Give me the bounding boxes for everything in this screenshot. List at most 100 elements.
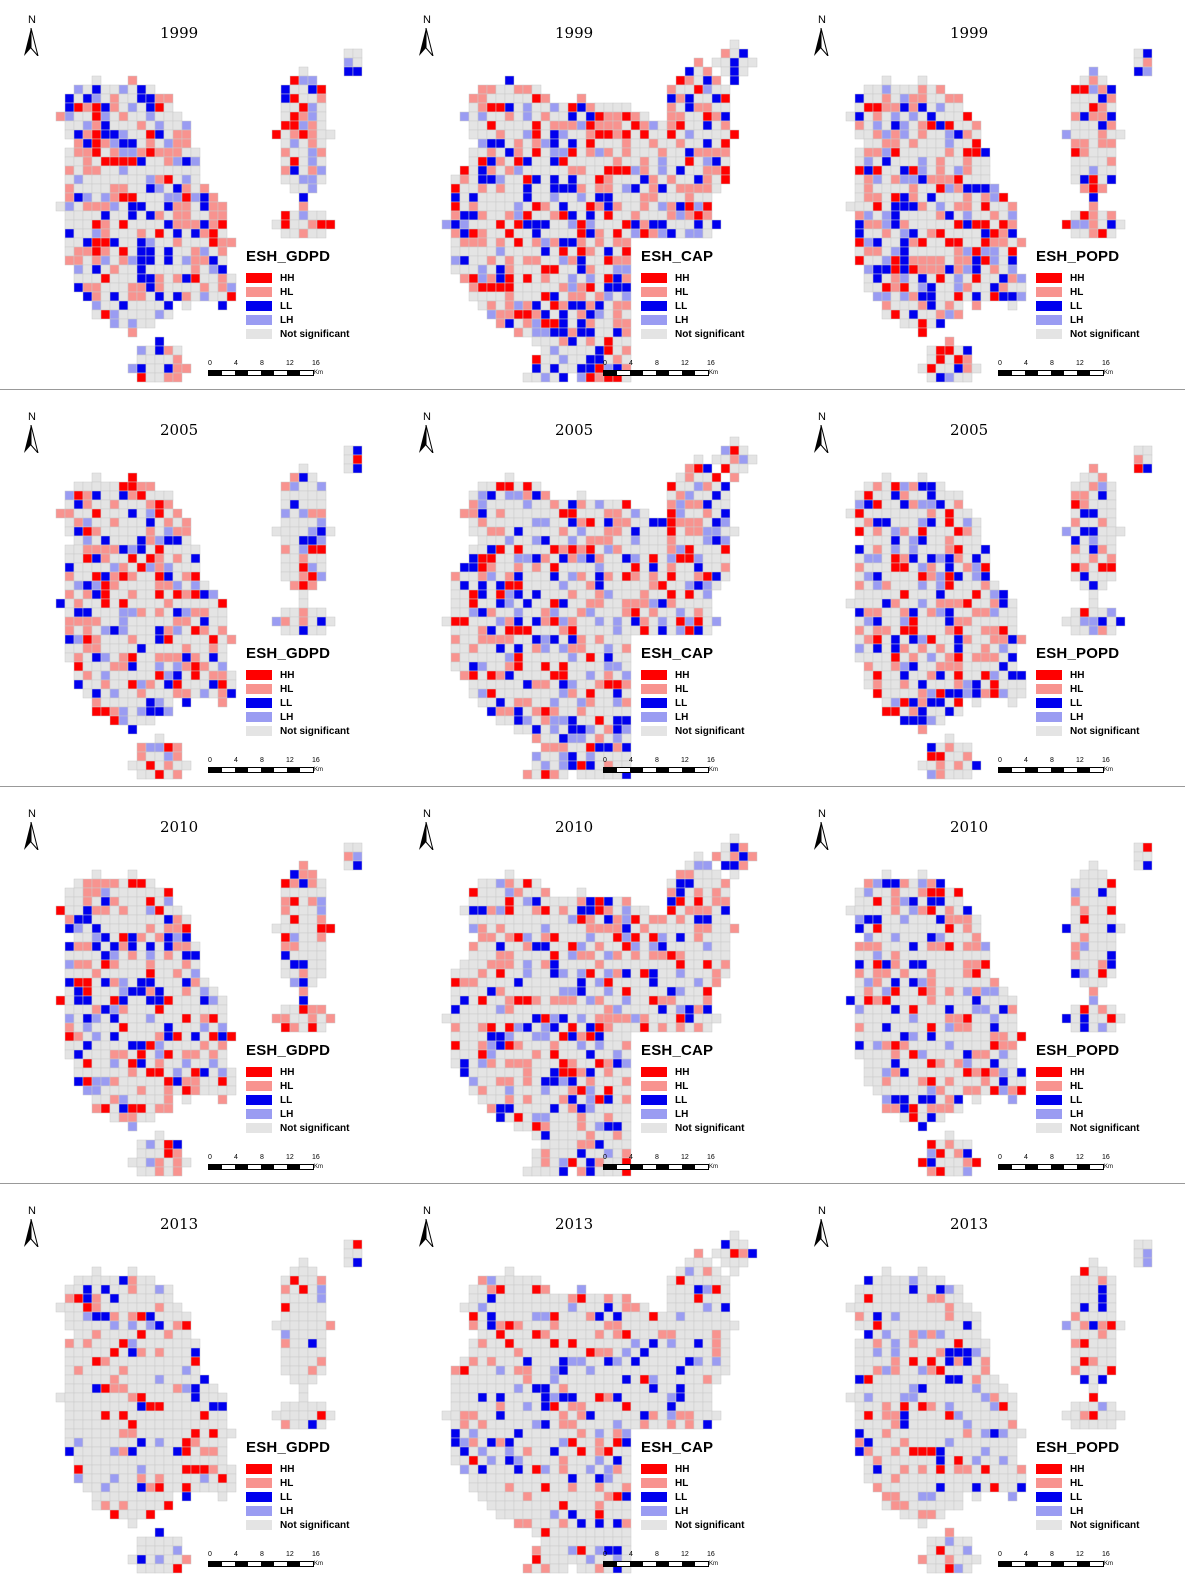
grid-cell xyxy=(127,1049,138,1060)
grid-cell xyxy=(172,156,183,167)
grid-cell xyxy=(684,571,695,582)
grid-cell xyxy=(1133,463,1144,474)
grid-cell xyxy=(504,147,515,158)
grid-cell xyxy=(953,273,964,284)
grid-cell xyxy=(621,111,632,122)
grid-cell xyxy=(899,165,910,176)
grid-cell xyxy=(711,878,722,889)
grid-cell xyxy=(540,526,551,537)
grid-cell xyxy=(280,526,291,537)
grid-cell xyxy=(145,950,156,961)
grid-cell xyxy=(307,1004,318,1015)
grid-cell xyxy=(163,147,174,158)
grid-cell xyxy=(675,192,686,203)
grid-cell xyxy=(944,508,955,519)
grid-cell xyxy=(136,1004,147,1015)
grid-cell xyxy=(477,932,488,943)
grid-cell xyxy=(980,688,991,699)
grid-cell xyxy=(612,1094,623,1105)
grid-cell xyxy=(953,544,964,555)
grid-cell xyxy=(603,652,614,663)
grid-cell xyxy=(217,670,228,681)
legend-swatch xyxy=(641,684,667,694)
grid-cell xyxy=(863,129,874,140)
grid-cell xyxy=(145,652,156,663)
grid-cell xyxy=(594,1076,605,1087)
grid-cell xyxy=(127,1112,138,1123)
grid-cell xyxy=(522,246,533,257)
grid-cell xyxy=(109,526,120,537)
grid-cell xyxy=(944,183,955,194)
grid-cell xyxy=(693,93,704,104)
grid-cell xyxy=(495,102,506,113)
grid-cell xyxy=(495,1013,506,1024)
grid-cell xyxy=(172,1067,183,1078)
grid-cell xyxy=(109,905,120,916)
grid-cell xyxy=(468,174,479,185)
grid-cell xyxy=(217,291,228,302)
grid-cell xyxy=(585,553,596,564)
grid-cell xyxy=(962,273,973,284)
grid-cell xyxy=(459,670,470,681)
grid-cell xyxy=(91,1094,102,1105)
grid-cell xyxy=(154,363,165,374)
grid-cell xyxy=(163,1013,174,1024)
grid-cell xyxy=(935,228,946,239)
grid-cell xyxy=(495,508,506,519)
grid-cell xyxy=(64,201,75,212)
grid-cell xyxy=(91,111,102,122)
grid-cell xyxy=(136,138,147,149)
grid-cell xyxy=(549,1139,560,1150)
grid-cell xyxy=(639,941,650,952)
grid-cell xyxy=(944,354,955,365)
grid-cell xyxy=(477,643,488,654)
grid-cell xyxy=(567,535,578,546)
grid-cell xyxy=(64,977,75,988)
grid-cell xyxy=(567,138,578,149)
grid-cell xyxy=(971,219,982,230)
grid-cell xyxy=(872,129,883,140)
grid-cell xyxy=(899,499,910,510)
grid-cell xyxy=(639,607,650,618)
grid-cell xyxy=(181,932,192,943)
cluster-map xyxy=(845,445,1153,780)
grid-cell xyxy=(890,183,901,194)
grid-cell xyxy=(917,165,928,176)
grid-cell xyxy=(477,300,488,311)
grid-cell xyxy=(1079,147,1090,158)
grid-cell xyxy=(325,923,336,934)
grid-cell xyxy=(504,562,515,573)
grid-cell xyxy=(540,616,551,627)
grid-cell xyxy=(450,174,461,185)
grid-cell xyxy=(522,255,533,266)
grid-cell xyxy=(926,688,937,699)
grid-cell xyxy=(729,923,740,934)
grid-cell xyxy=(64,111,75,122)
grid-cell xyxy=(1097,517,1108,528)
grid-cell xyxy=(540,174,551,185)
grid-cell xyxy=(513,219,524,230)
grid-cell xyxy=(118,643,129,654)
grid-cell xyxy=(127,192,138,203)
grid-cell xyxy=(540,1094,551,1105)
grid-cell xyxy=(504,571,515,582)
grid-cell xyxy=(603,156,614,167)
grid-cell xyxy=(109,490,120,501)
grid-cell xyxy=(1133,454,1144,465)
grid-cell xyxy=(73,165,84,176)
grid-cell xyxy=(127,959,138,970)
grid-cell xyxy=(118,661,129,672)
grid-cell xyxy=(684,941,695,952)
grid-cell xyxy=(585,697,596,708)
grid-cell xyxy=(630,174,641,185)
grid-cell xyxy=(621,1103,632,1114)
grid-cell xyxy=(127,102,138,113)
grid-cell xyxy=(477,517,488,528)
grid-cell xyxy=(567,697,578,708)
grid-cell xyxy=(702,616,713,627)
grid-cell xyxy=(612,607,623,618)
grid-cell xyxy=(944,625,955,636)
grid-cell xyxy=(172,111,183,122)
grid-cell xyxy=(145,1067,156,1078)
grid-cell xyxy=(594,914,605,925)
